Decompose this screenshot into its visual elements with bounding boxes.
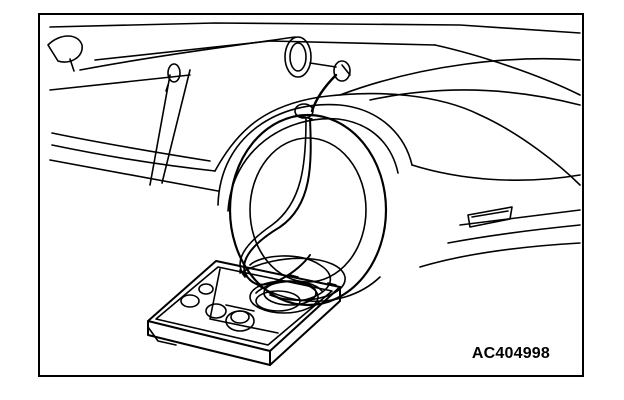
figure-frame: AC404998	[38, 13, 584, 377]
fuel-filler-door-icon	[285, 37, 350, 81]
car-rear-quarter-icon	[48, 23, 580, 305]
tester-case-icon	[148, 261, 340, 365]
figure-code-label: AC404998	[471, 345, 550, 362]
car-tester-illustration	[40, 15, 582, 375]
